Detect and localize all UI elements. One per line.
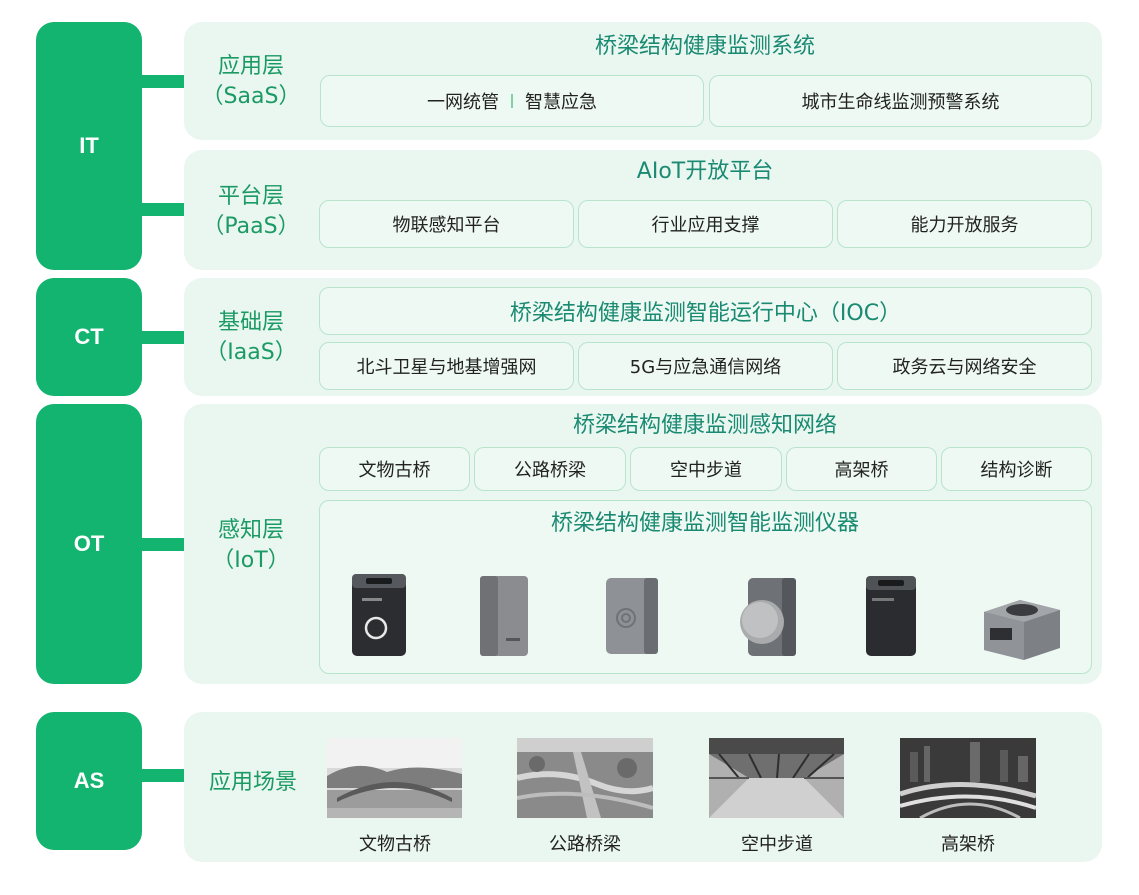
category-as-label: AS xyxy=(73,768,105,793)
iot-title: 桥梁结构健康监测感知网络 xyxy=(572,413,837,438)
iot-item-label: 结构诊断 xyxy=(980,460,1053,481)
connector-paas xyxy=(140,203,186,216)
saas-label-line2: （SaaS） xyxy=(201,84,301,109)
paas-item: 物联感知平台 xyxy=(319,200,574,248)
saas-box-governance-a: 一网统管 xyxy=(427,92,499,113)
highway-bridge-photo xyxy=(517,738,653,818)
iot-item: 结构诊断 xyxy=(941,447,1092,491)
category-ot: OT xyxy=(36,404,142,684)
iot-item: 空中步道 xyxy=(630,447,782,491)
saas-title: 桥梁结构健康监测系统 xyxy=(594,34,815,59)
iaas-item-label: 北斗卫星与地基增强网 xyxy=(356,357,537,378)
iaas-title: 桥梁结构健康监测智能运行中心（IOC） xyxy=(509,301,902,326)
iot-item-label: 空中步道 xyxy=(670,460,742,481)
saas-box-lifeline-label: 城市生命线监测预警系统 xyxy=(801,92,1000,113)
category-ot-label: OT xyxy=(73,531,105,556)
paas-item: 行业应用支撑 xyxy=(578,200,833,248)
iot-label-line1: 感知层 xyxy=(217,518,284,543)
device-display-box-icon xyxy=(984,600,1060,660)
paas-item-label: 能力开放服务 xyxy=(910,215,1019,236)
iaas-label: 基础层 （IaaS） xyxy=(186,308,316,368)
scene-caption: 公路桥梁 xyxy=(549,834,621,855)
paas-label: 平台层 （PaaS） xyxy=(186,182,316,242)
category-it: IT xyxy=(36,22,142,270)
iaas-ioc-box: 桥梁结构健康监测智能运行中心（IOC） xyxy=(319,287,1092,335)
separator xyxy=(511,94,513,108)
iaas-item: 5G与应急通信网络 xyxy=(578,342,833,390)
iot-item: 公路桥梁 xyxy=(474,447,626,491)
instruments-title: 桥梁结构健康监测智能监测仪器 xyxy=(550,511,859,536)
instruments-box xyxy=(319,500,1092,674)
elevated-bridge-photo xyxy=(900,738,1036,818)
paas-label-line2: （PaaS） xyxy=(202,214,300,239)
saas-box-governance-b: 智慧应急 xyxy=(525,92,597,113)
iaas-item-label: 5G与应急通信网络 xyxy=(629,357,782,378)
paas-item-label: 物联感知平台 xyxy=(392,215,501,236)
iot-item-label: 高架桥 xyxy=(834,460,889,481)
connector-saas xyxy=(140,75,186,88)
category-as: AS xyxy=(36,712,142,850)
iaas-item-label: 政务云与网络安全 xyxy=(892,357,1037,378)
iot-item: 高架桥 xyxy=(786,447,937,491)
category-it-label: IT xyxy=(79,133,99,158)
iaas-item: 北斗卫星与地基增强网 xyxy=(319,342,574,390)
saas-box-lifeline: 城市生命线监测预警系统 xyxy=(709,75,1092,127)
category-ct-label: CT xyxy=(74,324,104,349)
scene-caption: 文物古桥 xyxy=(359,834,431,855)
paas-item-label: 行业应用支撑 xyxy=(651,215,760,236)
scenes-label: 应用场景 xyxy=(208,770,297,795)
iot-item-label: 文物古桥 xyxy=(358,460,431,481)
scene-caption: 空中步道 xyxy=(741,834,813,855)
iaas-label-line2: （IaaS） xyxy=(205,340,297,365)
device-black-terminal-icon xyxy=(866,576,916,656)
paas-title: AIoT开放平台 xyxy=(636,159,774,184)
device-gray-box-icon xyxy=(480,576,528,656)
scene-caption: 高架桥 xyxy=(941,834,995,855)
saas-label: 应用层 （SaaS） xyxy=(186,52,316,112)
device-round-sensor-icon xyxy=(740,578,796,656)
iot-label-line2: （IoT） xyxy=(212,548,290,573)
iaas-item: 政务云与网络安全 xyxy=(837,342,1092,390)
iot-item-label: 公路桥梁 xyxy=(514,460,586,481)
iaas-label-line1: 基础层 xyxy=(217,310,284,335)
iot-item: 文物古桥 xyxy=(319,447,470,491)
saas-label-line1: 应用层 xyxy=(217,54,284,79)
paas-item: 能力开放服务 xyxy=(837,200,1092,248)
category-ct: CT xyxy=(36,278,142,396)
connector-iaas xyxy=(140,331,186,344)
paas-label-line1: 平台层 xyxy=(217,184,284,209)
iot-label: 感知层 （IoT） xyxy=(186,516,316,576)
connector-scenes xyxy=(140,769,186,782)
device-sensor-panel-icon xyxy=(606,578,658,654)
connector-iot xyxy=(140,538,186,551)
ancient-bridge-photo xyxy=(327,738,462,818)
skywalk-photo xyxy=(709,738,844,818)
device-camera-terminal-icon xyxy=(352,574,406,656)
saas-box-governance: 一网统管 智慧应急 xyxy=(320,75,704,127)
